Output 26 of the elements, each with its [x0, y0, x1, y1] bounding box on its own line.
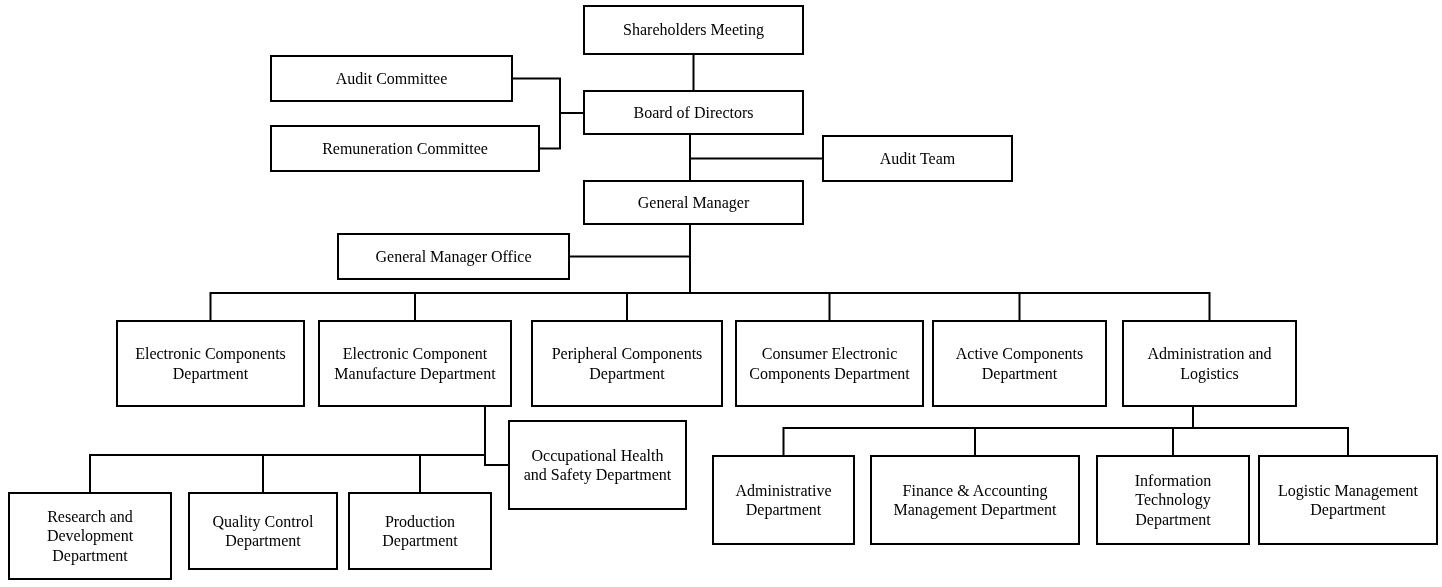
org-unit-box: Occupational Health and Safety Department: [508, 420, 687, 510]
connector-line: [689, 134, 691, 181]
connector-line: [1192, 406, 1349, 456]
org-unit-box: Shareholders Meeting: [583, 5, 804, 55]
org-unit-box: Quality Control Department: [188, 492, 338, 570]
org-unit-box: Audit Team: [822, 135, 1013, 182]
org-unit-box: Electronic Components Department: [116, 320, 305, 407]
org-unit-box: Electronic Component Manufacture Department: [318, 320, 512, 407]
connector-line: [692, 54, 695, 91]
org-unit-box: Board of Directors: [583, 90, 804, 135]
org-unit-box: Peripheral Components Department: [531, 320, 723, 407]
org-unit-box: General Manager: [583, 180, 804, 225]
org-unit-box: Administration and Logistics: [1122, 320, 1297, 407]
org-unit-box: Active Components Department: [932, 320, 1107, 407]
org-unit-box: Production Department: [348, 492, 492, 570]
connector-line: [419, 406, 486, 493]
org-unit-box: General Manager Office: [337, 233, 570, 280]
org-unit-box: Research and Development Department: [8, 492, 172, 580]
org-unit-box: Consumer Electronic Components Department: [735, 320, 924, 407]
org-unit-box: Logistic Management Department: [1258, 455, 1438, 545]
org-unit-box: Information Technology Department: [1096, 455, 1250, 545]
org-unit-box: Audit Committee: [270, 55, 513, 102]
connector-line: [539, 112, 584, 150]
org-unit-box: Administrative Department: [712, 455, 855, 545]
org-unit-box: Finance & Accounting Management Department: [870, 455, 1080, 545]
org-unit-box: Remuneration Committee: [270, 125, 540, 172]
